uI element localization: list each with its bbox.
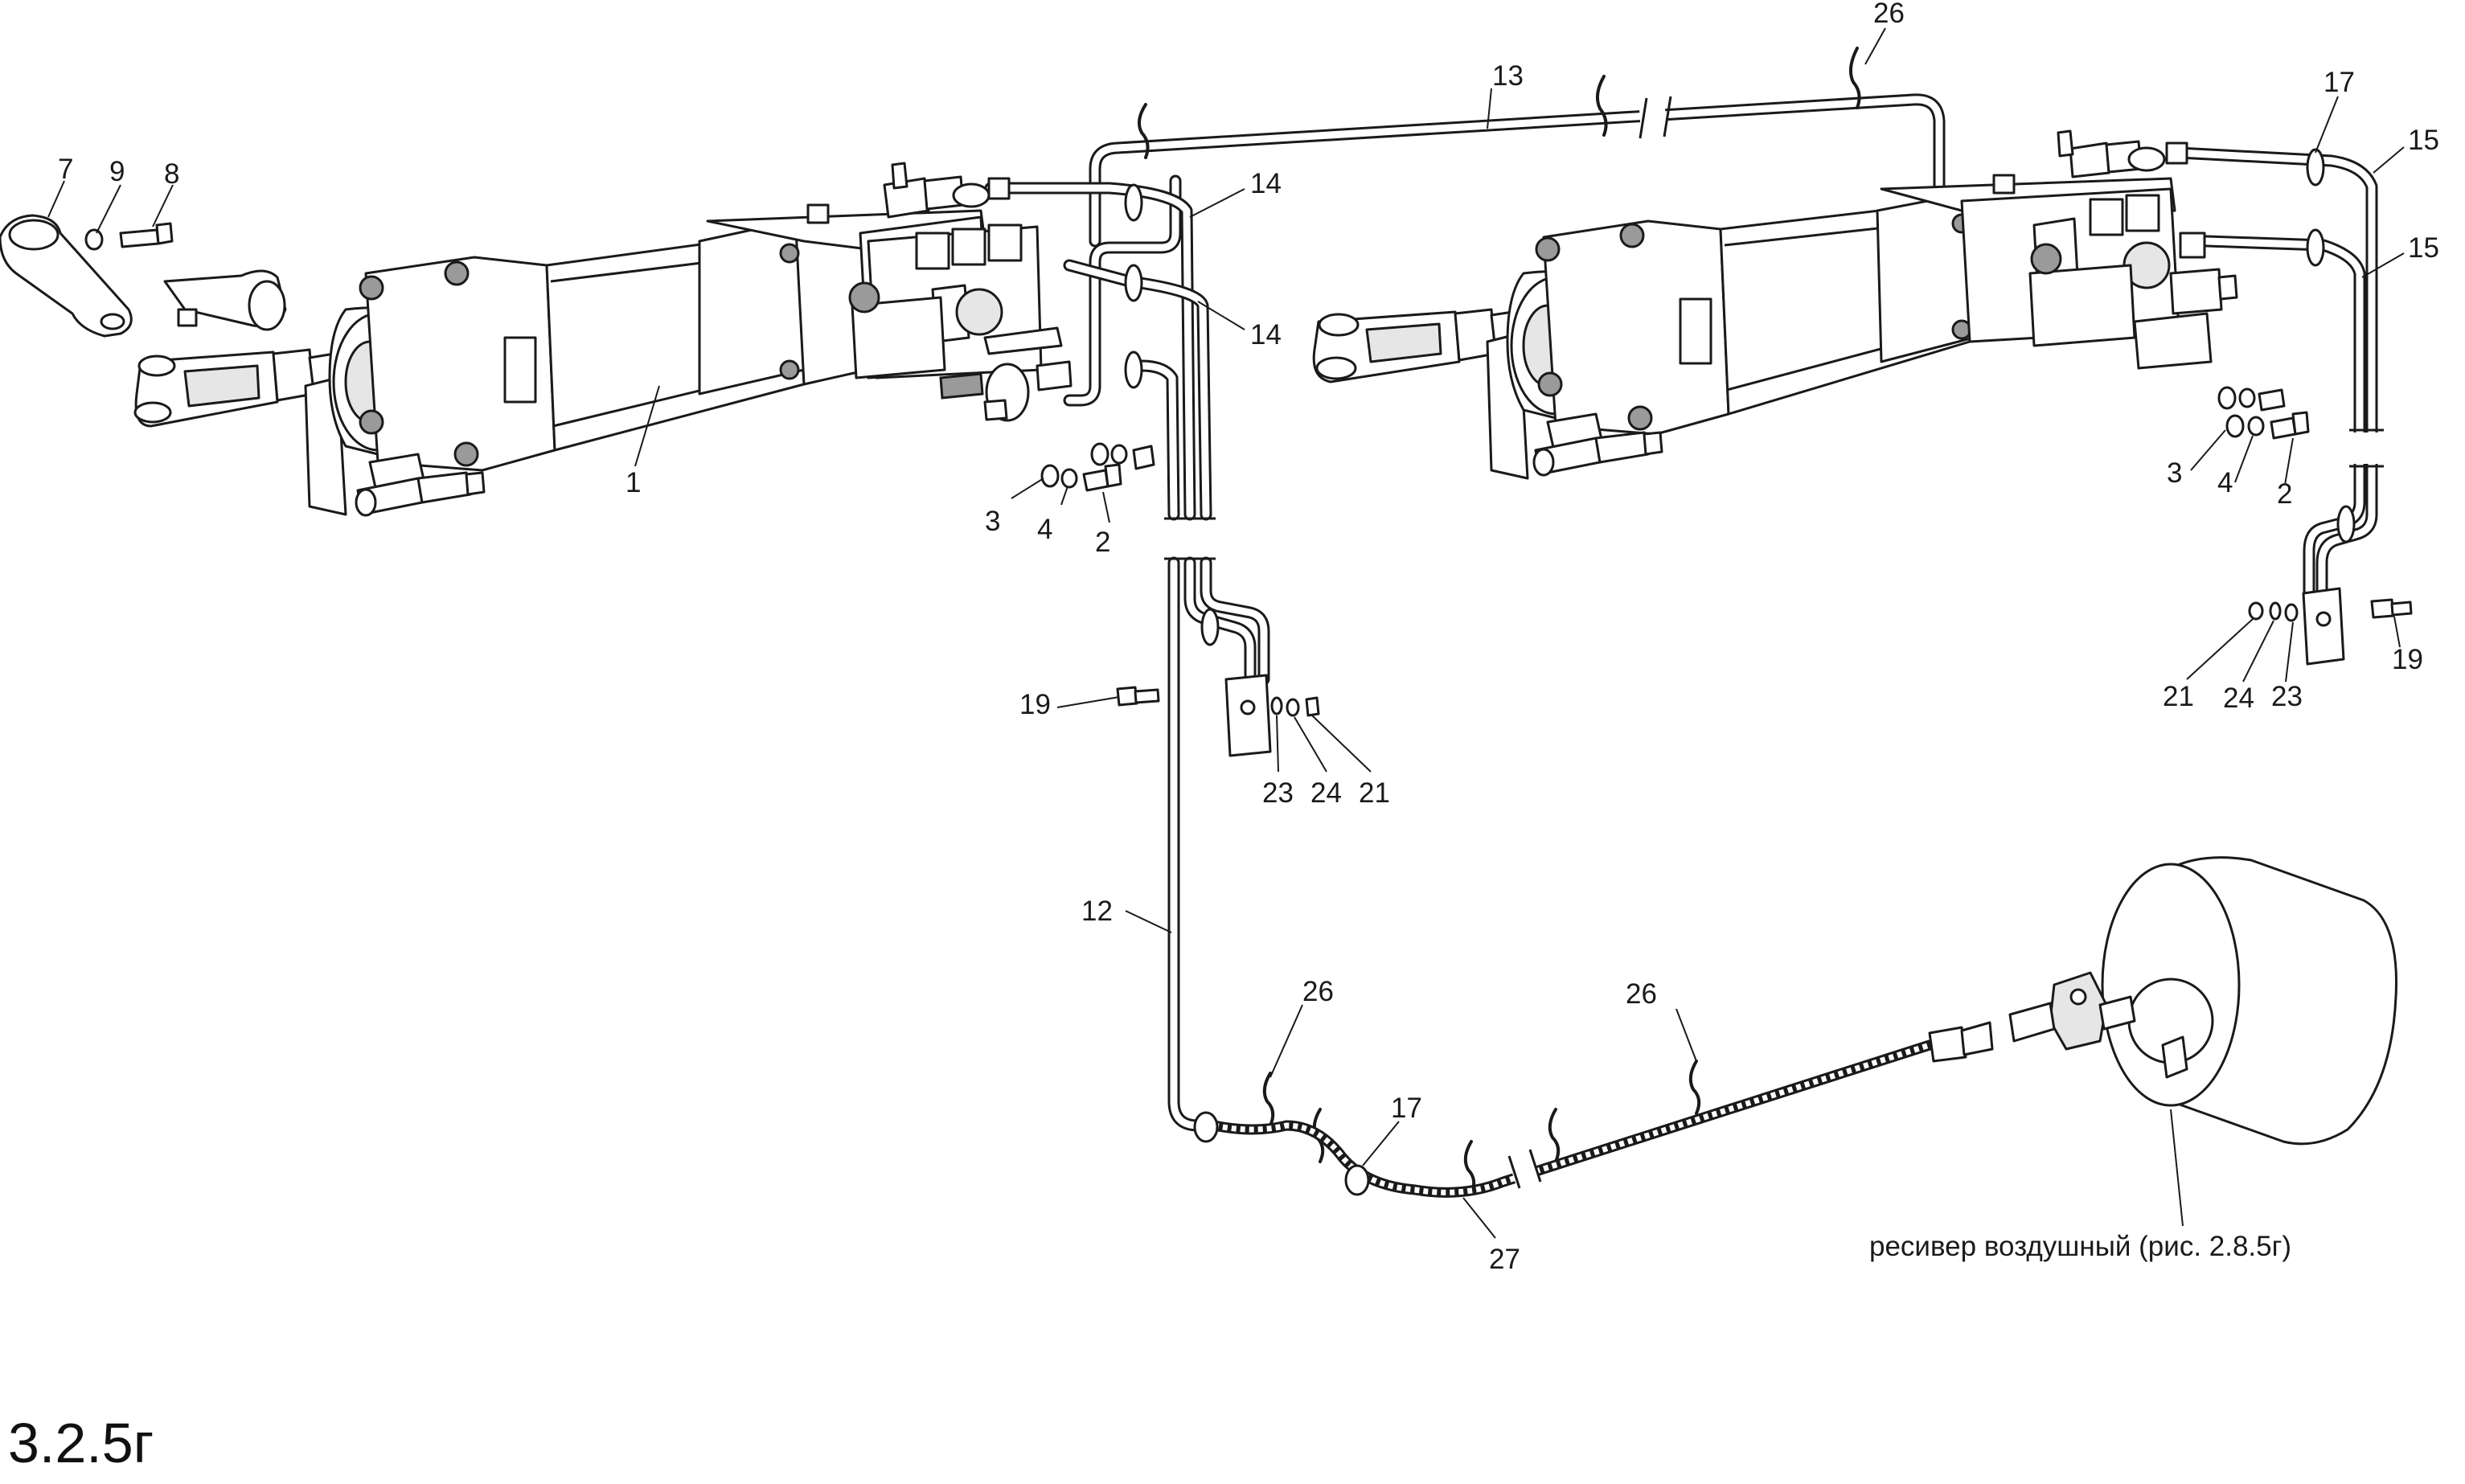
callout-26-top: 26: [1873, 0, 1905, 29]
callout-17-hose: 17: [1391, 1093, 1422, 1124]
right-fasteners: [2217, 386, 2310, 440]
right-clamp-block: [2248, 587, 2413, 666]
callout-3-left: 3: [985, 506, 1000, 537]
right-actuator: [1312, 129, 2238, 480]
callout-3-right: 3: [2167, 457, 2182, 489]
callout-4-left: 4: [1037, 514, 1052, 545]
callout-labels: 1 2 2 3 3 4 4 7 8 9 12 13 14 14 15 15 17…: [58, 0, 2439, 1275]
leader-lines: [47, 27, 2405, 1239]
callout-15-lower: 15: [2408, 232, 2439, 264]
callout-21-left: 21: [1359, 777, 1390, 809]
callout-12: 12: [1081, 896, 1113, 927]
callout-4-right: 4: [2217, 467, 2233, 498]
callout-14-lower: 14: [1250, 319, 1282, 351]
callout-21-right: 21: [2163, 681, 2194, 712]
grommets: [1124, 148, 2356, 646]
pipe-break-marks: [1162, 96, 2386, 560]
callout-23-right: 23: [2271, 681, 2303, 712]
callout-14-upper: 14: [1250, 168, 1282, 199]
callout-9: 9: [109, 156, 125, 187]
left-actuator: [0, 162, 1073, 517]
callout-24-right: 24: [2223, 683, 2254, 714]
callout-27: 27: [1489, 1244, 1520, 1275]
callout-24-left: 24: [1310, 777, 1342, 809]
callout-19-left: 19: [1019, 689, 1051, 720]
left-clamp-block: [1116, 674, 1320, 757]
callout-13: 13: [1492, 60, 1524, 92]
figure-number: 3.2.5г: [8, 1412, 154, 1474]
left-fasteners: [1040, 442, 1155, 492]
callout-19-right: 19: [2392, 644, 2423, 675]
callout-26-hose-left: 26: [1302, 976, 1334, 1007]
callout-8: 8: [164, 158, 179, 190]
hose-27: [1193, 1021, 1994, 1198]
callout-17-top: 17: [2323, 67, 2355, 98]
callout-2-left: 2: [1095, 527, 1110, 558]
callout-1: 1: [625, 467, 641, 498]
callout-15-upper: 15: [2408, 125, 2439, 156]
receiver-caption: ресивер воздушный (рис. 2.8.5г): [1869, 1231, 2291, 1262]
callout-23-left: 23: [1262, 777, 1294, 809]
pipe-clips: [1137, 47, 1861, 1195]
callout-26-hose-right: 26: [1626, 978, 1657, 1010]
air-receiver: [2008, 856, 2397, 1146]
callout-7: 7: [58, 154, 73, 185]
callout-2-right: 2: [2277, 478, 2292, 510]
